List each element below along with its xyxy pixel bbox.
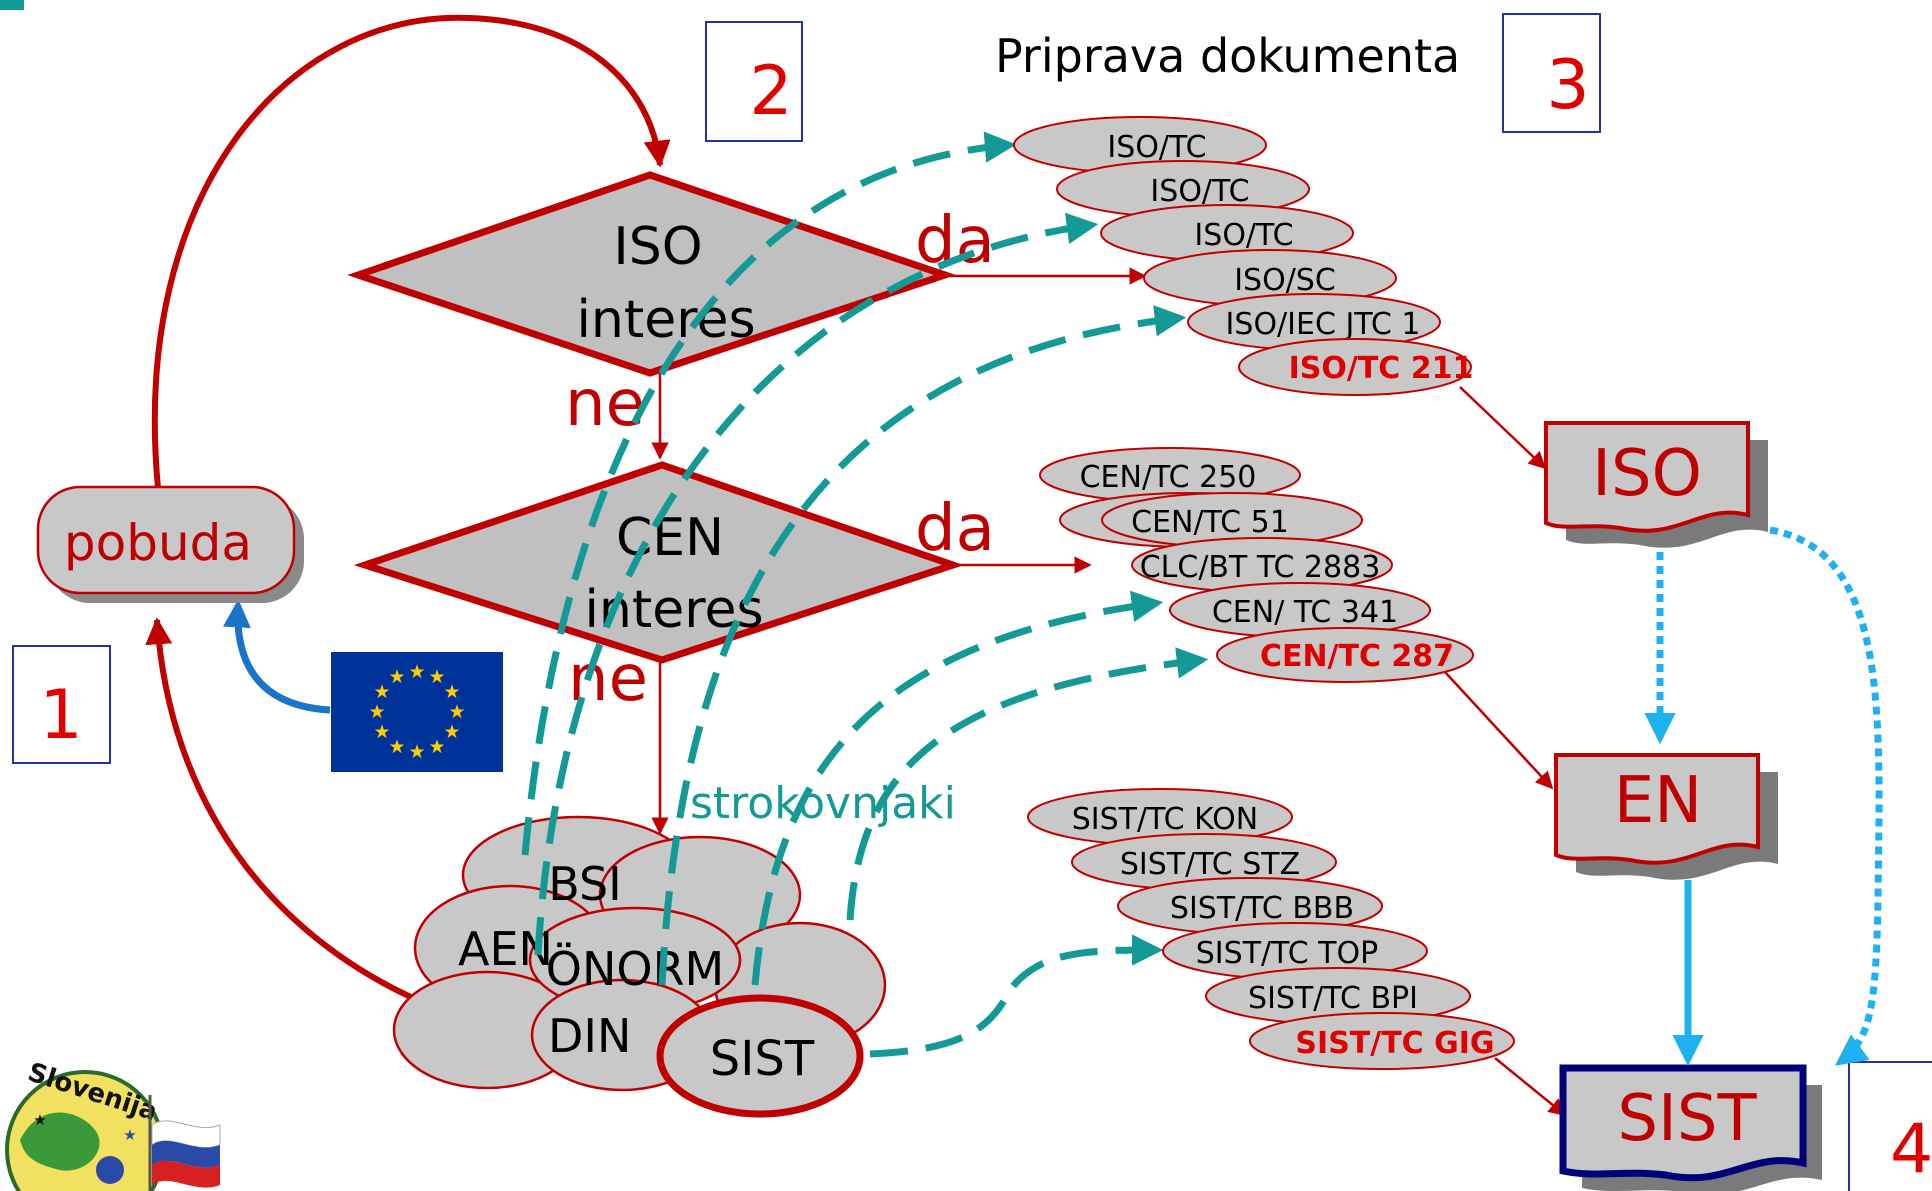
cen-committees: CEN/TC 250 CEN/TC 51 CLC/BT TC 2883 CEN/… bbox=[1039, 447, 1474, 683]
header-title: Priprava dokumenta bbox=[995, 29, 1460, 83]
eu-flag: ★★★ ★★★ ★★★ ★★★ bbox=[331, 652, 503, 772]
cen-committee-1: CEN/TC 250 bbox=[1080, 460, 1257, 495]
cen-committee-highlight: CEN/TC 287 bbox=[1260, 639, 1454, 674]
en-standard-document: EN bbox=[1554, 753, 1778, 880]
iso-tc-to-iso-arrow bbox=[1459, 386, 1547, 470]
initiative-node: pobuda bbox=[36, 485, 304, 603]
body-onorm: ÖNORM bbox=[546, 942, 724, 996]
sist-committee-1: SIST/TC KON bbox=[1072, 802, 1259, 837]
national-bodies-cluster: BSI AEN ÖNORM DIN SIST bbox=[392, 815, 887, 1118]
step-box-2: 2 bbox=[705, 21, 803, 142]
sist-committee-2: SIST/TC STZ bbox=[1120, 847, 1300, 882]
svg-text:★: ★ bbox=[443, 721, 460, 743]
initiative-label: pobuda bbox=[64, 514, 252, 572]
expert-arrow-5 bbox=[846, 647, 1209, 921]
sist-committee-highlight: SIST/TC GIG bbox=[1295, 1026, 1494, 1061]
iso-committee-3: ISO/TC bbox=[1194, 218, 1293, 253]
step-box-4: 4 bbox=[1848, 1061, 1932, 1191]
svg-text:★: ★ bbox=[443, 681, 460, 703]
step-number-3: 3 bbox=[1546, 46, 1589, 125]
svg-text:★: ★ bbox=[123, 1126, 136, 1144]
expert-arrow-2 bbox=[534, 212, 1099, 956]
step-box-1: 1 bbox=[12, 645, 111, 764]
sist-node bbox=[656, 994, 864, 1118]
svg-text:★: ★ bbox=[408, 741, 425, 763]
expert-arrow-1 bbox=[521, 131, 1017, 856]
svg-text:★: ★ bbox=[408, 661, 425, 683]
sist-committees: SIST/TC KON SIST/TC STZ SIST/TC BBB SIST… bbox=[1027, 788, 1515, 1070]
step-number-4: 4 bbox=[1890, 1110, 1932, 1189]
iso-committee-4: ISO/SC bbox=[1234, 263, 1336, 298]
iso-to-sist-adoption-arrow bbox=[1769, 526, 1883, 1066]
iso-committee-5: ISO/IEC JTC 1 bbox=[1226, 307, 1421, 342]
svg-text:★: ★ bbox=[368, 701, 385, 723]
expert-arrow-6 bbox=[869, 934, 1164, 1058]
svg-text:★: ★ bbox=[373, 721, 390, 743]
iso-decision-line1: ISO bbox=[613, 217, 702, 277]
step-box-3: 3 bbox=[1502, 13, 1601, 133]
iso-committee-highlight: ISO/TC 211 bbox=[1289, 351, 1474, 386]
cen-committee-3: CLC/BT TC 2883 bbox=[1140, 550, 1381, 585]
cen-committee-4: CEN/ TC 341 bbox=[1212, 595, 1398, 630]
header-fragment bbox=[0, 0, 24, 10]
body-bsi: BSI bbox=[548, 857, 622, 911]
body-din: DIN bbox=[548, 1009, 631, 1063]
svg-text:★: ★ bbox=[33, 1111, 46, 1129]
cen-decision: CEN interes bbox=[353, 461, 965, 664]
iso-no-label: ne bbox=[565, 367, 645, 441]
cen-tc-to-en-arrow bbox=[1444, 671, 1554, 790]
iso-decision: ISO interes bbox=[347, 171, 957, 377]
sist-tc-to-sist-arrow bbox=[1494, 1057, 1567, 1117]
sist-committee-4: SIST/TC TOP bbox=[1196, 936, 1378, 971]
sist-committee-3: SIST/TC BBB bbox=[1170, 891, 1354, 926]
experts-label: strokovnjaki bbox=[690, 778, 956, 829]
iso-standard-label: ISO bbox=[1592, 437, 1702, 511]
slovenija-logo: ★ ★ Slovenija bbox=[5, 1057, 165, 1191]
iso-committee-2: ISO/TC bbox=[1150, 174, 1249, 209]
initiative-to-iso-arrow bbox=[151, 14, 671, 489]
en-standard-label: EN bbox=[1614, 764, 1702, 838]
svg-text:★: ★ bbox=[388, 666, 405, 688]
svg-text:★: ★ bbox=[428, 666, 445, 688]
iso-yes-label: da bbox=[915, 204, 995, 278]
slovenia-flag bbox=[148, 1095, 221, 1191]
cen-committee-2: CEN/TC 51 bbox=[1131, 505, 1289, 540]
step-number-2: 2 bbox=[749, 52, 792, 131]
iso-committee-1: ISO/TC bbox=[1107, 130, 1206, 165]
expert-arrow-3 bbox=[658, 305, 1187, 986]
iso-decision-line2: interes bbox=[576, 290, 755, 350]
svg-text:★: ★ bbox=[428, 736, 445, 758]
svg-text:★: ★ bbox=[448, 701, 465, 723]
expert-delegation-arrows bbox=[521, 131, 1209, 1058]
sist-committee-5: SIST/TC BPI bbox=[1248, 981, 1418, 1016]
iso-standard-document: ISO bbox=[1544, 421, 1768, 548]
eu-to-initiative-arrow bbox=[222, 599, 331, 714]
cen-yes-label: da bbox=[915, 492, 995, 566]
iso-committees: ISO/TC ISO/TC ISO/TC ISO/SC ISO/IEC JTC … bbox=[1013, 116, 1474, 396]
cen-decision-line1: CEN bbox=[616, 508, 724, 568]
svg-text:★: ★ bbox=[373, 681, 390, 703]
step-number-1: 1 bbox=[39, 676, 82, 755]
expert-arrow-4 bbox=[751, 590, 1164, 986]
body-sist: SIST bbox=[710, 1031, 815, 1087]
sist-standard-label: SIST bbox=[1617, 1082, 1757, 1156]
svg-text:★: ★ bbox=[388, 736, 405, 758]
sist-standard-document: SIST bbox=[1559, 1064, 1822, 1191]
